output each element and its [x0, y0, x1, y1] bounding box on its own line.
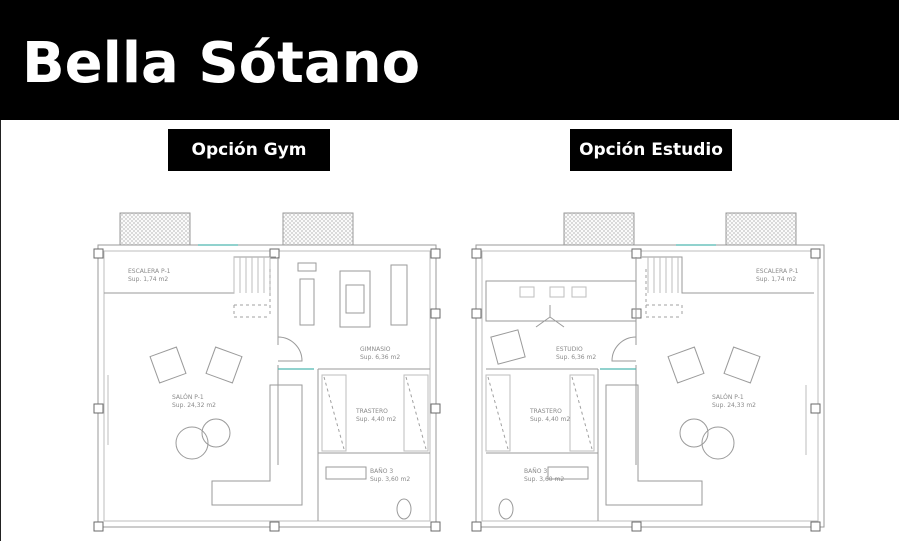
- stair-steps: [233, 257, 271, 293]
- wardrobe-hatch: [323, 376, 427, 450]
- armchair: [149, 346, 187, 384]
- room-area: Sup. 6,36 m2: [556, 354, 596, 361]
- page-title: Bella Sótano: [22, 31, 421, 96]
- room-area: Sup. 24,32 m2: [172, 402, 216, 409]
- stair-outline: [642, 256, 814, 294]
- room-area: Sup. 6,36 m2: [360, 354, 400, 361]
- column: [810, 521, 821, 532]
- room-name: BAÑO 3: [524, 468, 547, 475]
- bath-counter: [325, 466, 367, 480]
- room-area: Sup. 3,60 m2: [524, 476, 564, 483]
- wardrobe: [569, 374, 595, 452]
- room-area: Sup. 4,40 m2: [356, 416, 396, 423]
- round-table: [701, 426, 735, 460]
- outer-wall: [97, 244, 437, 528]
- header-banner: Bella Sótano: [0, 0, 899, 120]
- column: [430, 403, 441, 414]
- gym-equipment: [299, 278, 315, 326]
- column: [430, 248, 441, 259]
- floor-plan-estudio: ESTUDIO Sup. 6,36 m2 ESCALERA P-1 Sup. 1…: [471, 212, 825, 532]
- option-estudio-label: Opción Estudio: [570, 129, 732, 171]
- room-name: GIMNASIO: [360, 346, 391, 353]
- stair-outline: [104, 256, 276, 294]
- gym-equipment: [339, 270, 371, 328]
- door-arc: [277, 336, 303, 362]
- armchair: [667, 346, 705, 384]
- wardrobe: [485, 374, 511, 452]
- column: [93, 248, 104, 259]
- room-name: BAÑO 3: [370, 468, 393, 475]
- toilet: [498, 498, 514, 520]
- room-area: Sup. 1,74 m2: [756, 276, 796, 283]
- stair-dashes: [645, 269, 683, 318]
- column: [93, 403, 104, 414]
- outer-wall: [475, 244, 825, 528]
- room-name: ESCALERA P-1: [756, 268, 799, 275]
- room-area: Sup. 24,33 m2: [712, 402, 756, 409]
- round-table: [679, 418, 709, 448]
- column: [269, 248, 280, 259]
- room-name: TRASTERO: [355, 408, 388, 415]
- column: [471, 521, 482, 532]
- column: [430, 308, 441, 319]
- desk-chair: [549, 286, 565, 298]
- light-well: [282, 212, 354, 246]
- room-area: Sup. 3,60 m2: [370, 476, 410, 483]
- column: [93, 521, 104, 532]
- wardrobe-hatch: [487, 376, 593, 450]
- room-name: ESTUDIO: [556, 346, 583, 353]
- wardrobe: [321, 374, 347, 452]
- partition-walls: [277, 257, 430, 521]
- room-area: Sup. 1,74 m2: [128, 276, 168, 283]
- column: [471, 308, 482, 319]
- gym-equipment: [345, 284, 365, 314]
- room-name: SALÓN P-1: [712, 394, 744, 401]
- round-table: [175, 426, 209, 460]
- room-area: Sup. 4,40 m2: [530, 416, 570, 423]
- column: [631, 521, 642, 532]
- sofa: [211, 384, 303, 506]
- light-well: [563, 212, 635, 246]
- page-left-border: [0, 120, 1, 541]
- teal-openings: [600, 244, 716, 370]
- sofa: [605, 384, 703, 506]
- door-arc: [611, 336, 637, 362]
- office-chair: [535, 305, 565, 328]
- column: [471, 248, 482, 259]
- inner-wall: [481, 250, 819, 522]
- gym-equipment: [297, 262, 317, 272]
- column: [810, 403, 821, 414]
- floor-plan-gym: ESCALERA P-1 Sup. 1,74 m2 GIMNASIO Sup. …: [93, 212, 441, 532]
- room-name: SALÓN P-1: [172, 394, 204, 401]
- room-name: TRASTERO: [529, 408, 562, 415]
- room-name: ESCALERA P-1: [128, 268, 171, 275]
- column: [269, 521, 280, 532]
- gym-equipment: [390, 264, 408, 326]
- stair-dashes: [233, 269, 271, 318]
- column: [631, 248, 642, 259]
- stair-steps: [647, 257, 679, 293]
- armchair: [205, 346, 243, 384]
- armchair: [490, 329, 526, 365]
- armchair: [723, 346, 761, 384]
- column: [810, 248, 821, 259]
- column: [430, 521, 441, 532]
- desk: [485, 280, 637, 322]
- toilet: [396, 498, 412, 520]
- bath-counter: [547, 466, 589, 480]
- wardrobe: [403, 374, 429, 452]
- desk-chair: [519, 286, 535, 298]
- inner-wall: [103, 250, 431, 522]
- option-gym-label: Opción Gym: [168, 129, 330, 171]
- teal-openings: [198, 244, 314, 370]
- light-well: [725, 212, 797, 246]
- light-well: [119, 212, 191, 246]
- round-table: [201, 418, 231, 448]
- desk-chair: [571, 286, 587, 298]
